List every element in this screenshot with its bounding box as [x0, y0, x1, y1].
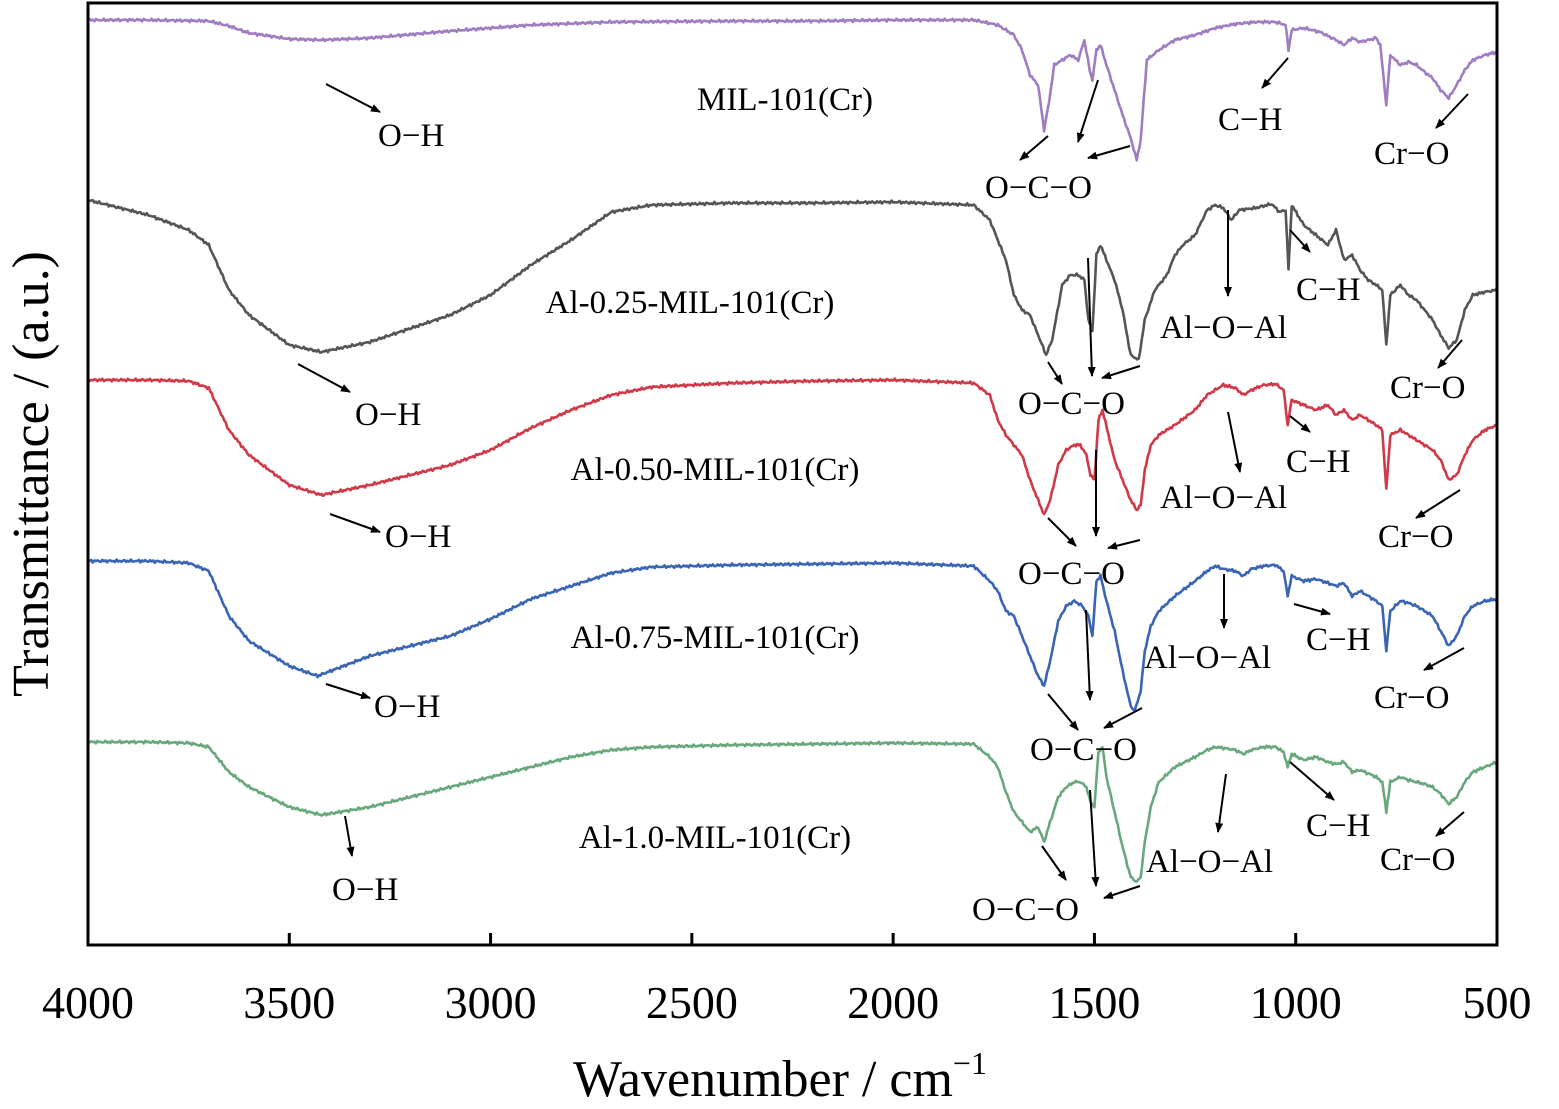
x-axis-title: Wavenumber / cm−1	[573, 1045, 987, 1104]
band-label-oh: O−H	[355, 397, 421, 433]
x-tick-label: 4000	[42, 977, 134, 1028]
band-label-alo: Al−O−Al	[1160, 310, 1287, 346]
annotation-layer: MIL-101(Cr)O−HO−C−OC−HCr−OAl-0.25-MIL-10…	[297, 57, 1469, 928]
band-label-ch: C−H	[1286, 444, 1350, 480]
band-label-ch: C−H	[1306, 622, 1370, 658]
annotation-arrow	[1047, 517, 1077, 547]
band-label-cro: Cr−O	[1374, 680, 1449, 716]
tick-layer: 4000 3500 3000 2500 2000 1500 1000 500	[42, 933, 1532, 1028]
x-tick-label: 3500	[243, 977, 335, 1028]
x-tick-label: 1000	[1250, 977, 1342, 1028]
series-label: Al-0.50-MIL-101(Cr)	[571, 452, 860, 488]
series-label: Al-1.0-MIL-101(Cr)	[579, 820, 851, 856]
x-tick-label: 2000	[847, 977, 939, 1028]
annotation-arrow	[1101, 365, 1141, 380]
band-label-oco: O−C−O	[985, 170, 1092, 206]
x-axis-title-exponent: −1	[953, 1045, 987, 1081]
band-label-oco: O−C−O	[1018, 386, 1125, 422]
annotation-arrow	[1415, 489, 1461, 519]
annotation-arrow	[1435, 811, 1465, 837]
band-label-oh: O−H	[332, 872, 398, 908]
band-label-ch: C−H	[1296, 272, 1360, 308]
band-label-cro: Cr−O	[1380, 842, 1455, 878]
x-tick-label: 3000	[445, 977, 537, 1028]
annotation-arrow	[1215, 773, 1227, 833]
annotation-arrow	[1437, 339, 1463, 369]
band-label-ch: C−H	[1306, 808, 1370, 844]
band-label-alo: Al−O−Al	[1160, 480, 1287, 516]
band-label-oh: O−H	[374, 689, 440, 725]
annotation-arrow	[1041, 845, 1067, 881]
x-tick-label: 2500	[646, 977, 738, 1028]
annotation-arrow	[1087, 257, 1096, 377]
annotation-arrow	[1047, 693, 1079, 731]
band-label-alo: Al−O−Al	[1146, 844, 1273, 880]
band-label-oh: O−H	[378, 118, 444, 154]
annotation-arrow	[1435, 93, 1469, 129]
x-tick-label: 500	[1463, 977, 1532, 1028]
band-label-cro: Cr−O	[1390, 370, 1465, 406]
annotation-arrow	[1423, 647, 1465, 671]
annotation-arrow	[1293, 603, 1331, 616]
annotation-arrow	[1047, 361, 1063, 385]
annotation-arrow	[1289, 761, 1335, 801]
band-label-oco: O−C−O	[1018, 556, 1125, 592]
annotation-arrow	[1089, 789, 1100, 887]
band-label-cro: Cr−O	[1378, 519, 1453, 555]
series-line	[87, 198, 1498, 361]
annotation-arrow	[325, 683, 371, 700]
annotation-arrow	[1289, 415, 1311, 433]
series-layer	[86, 17, 1498, 883]
annotation-arrow	[297, 363, 351, 393]
plot-frame	[86, 1, 1499, 947]
x-tick-label: 1500	[1048, 977, 1140, 1028]
band-label-oco: O−C−O	[1030, 732, 1137, 768]
band-label-alo: Al−O−Al	[1144, 640, 1271, 676]
annotation-arrow	[1103, 707, 1143, 729]
annotation-arrow	[1103, 885, 1141, 899]
series-line	[87, 739, 1498, 883]
band-label-oco: O−C−O	[972, 892, 1079, 928]
band-label-oh: O−H	[385, 519, 451, 555]
y-axis-title: Transmittance / (a.u.)	[3, 251, 60, 697]
series-label: Al-0.25-MIL-101(Cr)	[546, 285, 835, 321]
annotation-arrow	[1227, 411, 1243, 473]
annotation-arrow	[1289, 229, 1311, 253]
annotation-arrow	[1076, 79, 1099, 143]
band-label-cro: Cr−O	[1374, 136, 1449, 172]
annotation-arrow	[344, 815, 355, 857]
band-label-ch: C−H	[1218, 102, 1282, 138]
annotation-arrow	[1261, 57, 1289, 89]
series-line	[87, 558, 1498, 712]
annotation-arrow	[329, 513, 381, 533]
annotation-arrow	[1085, 609, 1094, 701]
series-line	[86, 377, 1498, 516]
series-label: Al-0.75-MIL-101(Cr)	[571, 620, 860, 656]
annotation-arrow	[1107, 539, 1141, 550]
series-label: MIL-101(Cr)	[697, 82, 873, 118]
annotation-arrow	[1019, 135, 1049, 161]
series-line	[87, 17, 1498, 162]
annotation-arrow	[1087, 145, 1131, 160]
annotation-arrow	[325, 83, 381, 113]
